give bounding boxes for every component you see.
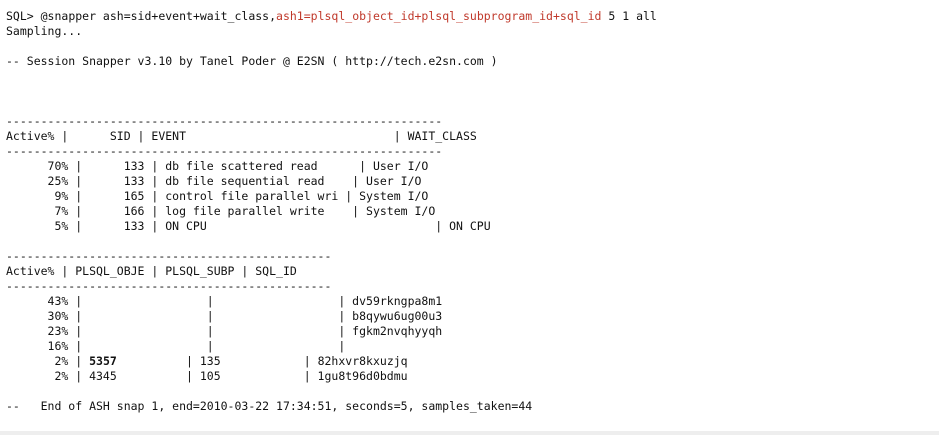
blank-line — [6, 234, 936, 249]
table2-header: Active% | PLSQL_OBJE | PLSQL_SUBP | SQL_… — [6, 264, 297, 278]
table1-row: 70% | 133 | db file scattered read | Use… — [6, 159, 429, 173]
table2-rule-top: ----------------------------------------… — [6, 249, 332, 263]
command-line: SQL> @snapper ash=sid+event+wait_class,a… — [6, 9, 936, 24]
plsql-object-id-bold: 5357 — [89, 354, 117, 368]
terminal-output: SQL> @snapper ash=sid+event+wait_class,a… — [6, 9, 936, 414]
snapper-banner: -- Session Snapper v3.10 by Tanel Poder … — [6, 54, 498, 68]
table2-rule-mid: ----------------------------------------… — [6, 279, 332, 293]
table1-rule-mid: ----------------------------------------… — [6, 144, 443, 158]
table2-row: 2% | 5357 | 135 | 82hxvr8kxuzjq — [6, 354, 936, 369]
blank-line — [6, 69, 936, 84]
sql-prompt: SQL> — [6, 9, 41, 23]
blank-line — [6, 39, 936, 54]
table1-row: 7% | 166 | log file parallel write | Sys… — [6, 204, 436, 218]
table2-row: 43% | | | dv59rkngpa8m1 — [6, 294, 443, 308]
table2-row: 16% | | | — [6, 339, 346, 353]
snap-footer: -- End of ASH snap 1, end=2010-03-22 17:… — [6, 399, 533, 413]
status-sampling: Sampling... — [6, 24, 83, 38]
table1-row: 25% | 133 | db file sequential read | Us… — [6, 174, 422, 188]
table2-row: 30% | | | b8qywu6ug00u3 — [6, 309, 443, 323]
table1-row: 5% | 133 | ON CPU | ON CPU — [6, 219, 491, 233]
blank-line — [6, 99, 936, 114]
table1-row: 9% | 165 | control file parallel wri | S… — [6, 189, 429, 203]
table1-header: Active% | SID | EVENT | WAIT_CLASS — [6, 129, 477, 143]
window-bottom-edge — [0, 431, 939, 435]
table1-rule-top: ----------------------------------------… — [6, 114, 443, 128]
blank-line — [6, 384, 936, 399]
row-suffix: | 135 | 82hxvr8kxuzjq — [116, 354, 408, 368]
command-part-ash: @snapper ash=sid+event+wait_class, — [40, 9, 277, 23]
command-part-ash1: ash1=plsql_object_id+plsql_subprogram_id… — [276, 9, 602, 23]
blank-line — [6, 84, 936, 99]
table2-row: 2% | 4345 | 105 | 1gu8t96d0bdmu — [6, 369, 408, 383]
row-prefix: 2% | — [6, 354, 90, 368]
table2-row: 23% | | | fgkm2nvqhyyqh — [6, 324, 443, 338]
command-part-args: 5 1 all — [601, 9, 657, 23]
